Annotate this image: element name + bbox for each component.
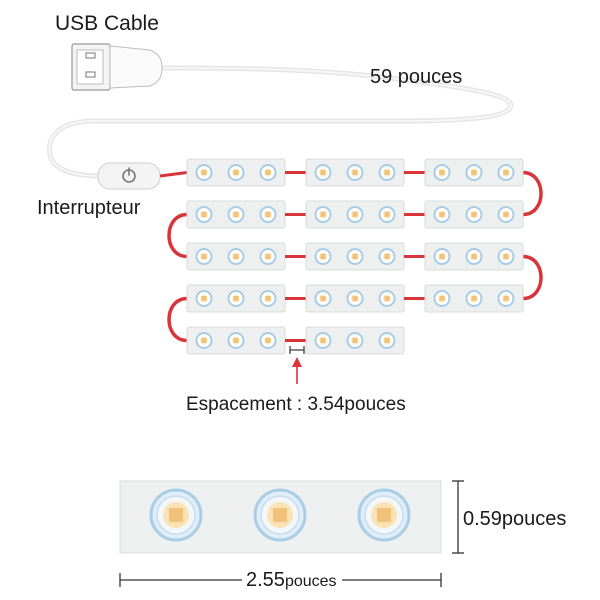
led-chip <box>433 248 451 265</box>
led-chip <box>227 248 245 265</box>
led-chip <box>259 332 277 349</box>
led-chip <box>497 164 515 181</box>
led-module <box>305 200 405 229</box>
led-module <box>186 284 286 313</box>
led-chip <box>433 290 451 307</box>
led-chip-large <box>149 488 203 542</box>
led-chip <box>195 206 213 223</box>
connector-wire <box>522 170 543 217</box>
module-width-unit: pouces <box>284 573 337 590</box>
power-switch <box>97 162 161 190</box>
led-chip <box>378 290 396 307</box>
led-chip <box>314 206 332 223</box>
led-chip <box>346 164 364 181</box>
led-chip <box>314 290 332 307</box>
connector-wire <box>522 254 543 301</box>
led-chip <box>259 206 277 223</box>
led-module <box>186 326 286 355</box>
led-chip-large <box>253 488 307 542</box>
led-chip <box>227 332 245 349</box>
led-module <box>186 158 286 187</box>
led-chip <box>346 332 364 349</box>
led-chip-large <box>357 488 411 542</box>
led-module <box>424 200 524 229</box>
led-module <box>186 200 286 229</box>
led-chip <box>465 164 483 181</box>
led-chip <box>314 332 332 349</box>
led-chip <box>378 206 396 223</box>
connector-wire <box>167 296 188 343</box>
led-chip <box>195 290 213 307</box>
led-chip <box>227 206 245 223</box>
height-dimension <box>452 480 464 554</box>
usb-cable <box>46 65 514 179</box>
led-chip <box>465 290 483 307</box>
switch-label: Interrupteur <box>37 197 141 219</box>
led-chip <box>497 290 515 307</box>
led-module <box>424 158 524 187</box>
module-width-value: 2.55 <box>246 569 285 591</box>
led-module <box>305 326 405 355</box>
led-strip <box>159 158 543 355</box>
led-chip <box>346 290 364 307</box>
led-chip <box>259 248 277 265</box>
led-chip <box>378 164 396 181</box>
led-chip <box>346 206 364 223</box>
led-chip <box>195 164 213 181</box>
led-chip <box>259 290 277 307</box>
led-chip <box>378 332 396 349</box>
led-module <box>424 284 524 313</box>
module-width-label: 2.55pouces <box>246 569 337 592</box>
led-module <box>424 242 524 271</box>
module-height-label: 0.59pouces <box>463 508 567 530</box>
led-chip <box>433 164 451 181</box>
led-chip <box>465 248 483 265</box>
led-chip <box>314 164 332 181</box>
led-module <box>186 242 286 271</box>
cable-length-label: 59 pouces <box>370 66 463 88</box>
spacing-arrow <box>289 346 305 384</box>
led-chip <box>378 248 396 265</box>
lead-wire <box>159 171 188 178</box>
led-module <box>305 284 405 313</box>
usb-cable-label: USB Cable <box>55 12 159 35</box>
led-chip <box>227 290 245 307</box>
led-chip <box>465 206 483 223</box>
led-chip <box>346 248 364 265</box>
led-chip <box>227 164 245 181</box>
width-dimension <box>119 573 442 587</box>
led-chip <box>195 248 213 265</box>
led-chip <box>433 206 451 223</box>
spacing-label: Espacement : 3.54pouces <box>186 394 406 415</box>
led-chip <box>259 164 277 181</box>
usb-plug <box>71 43 163 91</box>
led-module <box>305 158 405 187</box>
single-module-closeup <box>119 480 442 554</box>
connector-wire <box>167 212 188 259</box>
led-chip <box>497 206 515 223</box>
led-chip <box>195 332 213 349</box>
led-chip <box>497 248 515 265</box>
led-module <box>305 242 405 271</box>
led-chip <box>314 248 332 265</box>
